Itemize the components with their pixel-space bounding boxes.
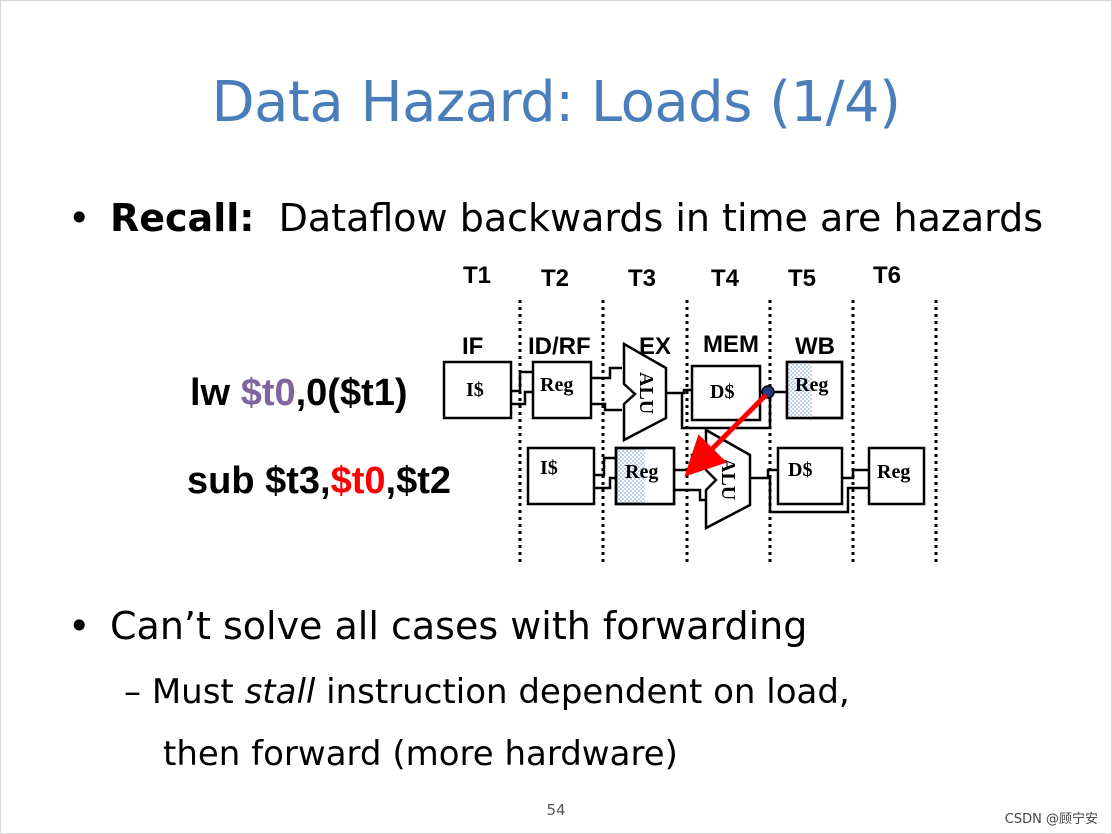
box-label-icache: I$ bbox=[466, 379, 484, 401]
box-label-reg: Reg bbox=[540, 374, 573, 396]
wire bbox=[511, 390, 533, 406]
slide-title: Data Hazard: Loads (1/4) bbox=[211, 70, 901, 135]
time-label-t2: T2 bbox=[541, 265, 569, 292]
box-label-alu: ALU bbox=[635, 372, 657, 414]
sub-dash: – bbox=[124, 672, 141, 712]
box-label-alu: ALU bbox=[717, 458, 739, 500]
stage-label-id: ID/RF bbox=[528, 333, 591, 360]
instr-rest: ,$t2 bbox=[385, 460, 452, 502]
forward-arrow bbox=[684, 393, 768, 477]
wire bbox=[768, 478, 869, 514]
pipeline-row-lw bbox=[442, 341, 844, 443]
bullet-dot: • bbox=[68, 604, 91, 648]
box-label-dcache: D$ bbox=[788, 459, 812, 481]
sub-text: instruction dependent on load, bbox=[315, 672, 850, 712]
box-reg-write-border bbox=[785, 360, 844, 420]
wire bbox=[594, 456, 616, 477]
stage-label-if: IF bbox=[462, 333, 483, 360]
time-label-t1: T1 bbox=[463, 262, 491, 289]
instr-op: lw bbox=[190, 372, 241, 414]
instr-rest: ,0($t1) bbox=[295, 372, 408, 414]
wire bbox=[680, 392, 772, 430]
instruction-sub: sub $t3,$t0,$t2 bbox=[187, 460, 451, 503]
box-dcache bbox=[776, 446, 844, 506]
pipeline-row-sub bbox=[526, 427, 926, 531]
box-alu bbox=[622, 341, 668, 443]
wire bbox=[666, 388, 692, 395]
bullet-text: Can’t solve all cases with forwarding bbox=[110, 604, 808, 648]
box-icache bbox=[526, 446, 596, 506]
wire bbox=[674, 488, 706, 502]
bullet-bold: Recall: bbox=[110, 196, 255, 240]
instr-reg-sub: $t0 bbox=[330, 460, 386, 502]
bullet-dot: • bbox=[68, 196, 91, 240]
box-reg-read-border bbox=[614, 446, 676, 506]
sub-bullet-continuation: then forward (more hardware) bbox=[163, 734, 678, 774]
page-number: 54 bbox=[546, 801, 566, 819]
watermark: CSDN @顾宁安 bbox=[1004, 812, 1098, 827]
bullet-text: Recall: Dataflow backwards in time are h… bbox=[110, 196, 1043, 240]
box-icache bbox=[442, 360, 513, 420]
box-reg-read bbox=[531, 360, 593, 420]
wire bbox=[594, 476, 616, 490]
wire bbox=[842, 468, 869, 480]
time-label-t5: T5 bbox=[788, 265, 816, 292]
wire bbox=[511, 370, 533, 393]
sub-bullet-stall: – Must stall instruction dependent on lo… bbox=[124, 672, 850, 712]
instruction-lw: lw $t0,0($t1) bbox=[190, 372, 408, 415]
instr-reg-lw: $t0 bbox=[240, 372, 296, 414]
box-label-reg-wb: Reg bbox=[795, 374, 828, 396]
box-label-dcache: D$ bbox=[710, 381, 734, 403]
wire bbox=[750, 468, 778, 480]
wire bbox=[591, 402, 622, 412]
stage-label-mem: MEM bbox=[703, 331, 759, 358]
time-label-t3: T3 bbox=[628, 265, 656, 292]
wire bbox=[591, 366, 622, 380]
box-label-reg: Reg bbox=[625, 461, 658, 483]
time-label-t4: T4 bbox=[711, 265, 740, 292]
box-reg-write bbox=[867, 446, 926, 506]
sub-italic: stall bbox=[244, 672, 316, 712]
bullet-body: Dataflow backwards in time are hazards bbox=[278, 196, 1043, 240]
stage-label-wb: WB bbox=[795, 333, 835, 360]
box-label-reg-wb: Reg bbox=[877, 461, 910, 483]
time-dividers bbox=[518, 300, 938, 565]
box-label-icache: I$ bbox=[540, 457, 558, 479]
time-label-t6: T6 bbox=[873, 262, 901, 289]
instr-op: sub $t3, bbox=[187, 460, 331, 502]
reg-unhatched-half bbox=[645, 448, 674, 504]
sub-text: Must bbox=[151, 672, 245, 712]
hatch-write-half bbox=[787, 362, 812, 418]
